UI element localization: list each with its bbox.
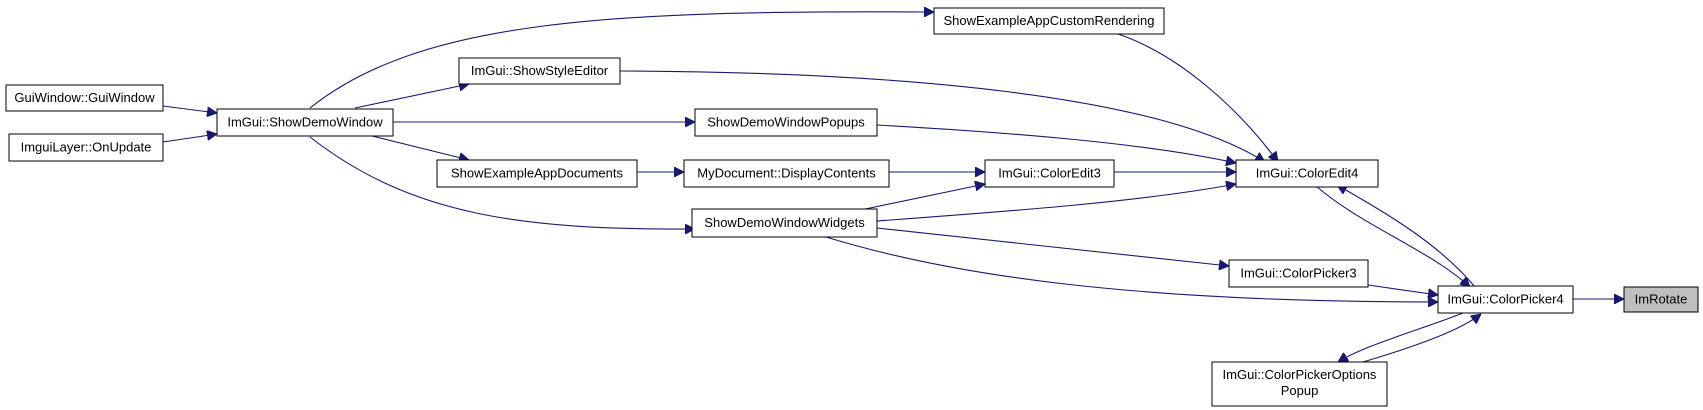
node-imgui-layer-on-update[interactable]: ImguiLayer::OnUpdate — [8, 133, 164, 162]
node-show-demo-window-label: ImGui::ShowDemoWindow — [227, 114, 383, 129]
edge-optionspopup-to-colorpicker4 — [1362, 314, 1481, 363]
edges — [162, 12, 1624, 363]
node-show-demo-window-widgets[interactable]: ShowDemoWindowWidgets — [691, 208, 878, 238]
edge-coloredit4-to-colorpicker4 — [1314, 184, 1470, 287]
node-color-edit3-label: ImGui::ColorEdit3 — [998, 165, 1101, 180]
node-color-edit4[interactable]: ImGui::ColorEdit4 — [1235, 159, 1379, 188]
edge-widgets-to-coloredit4 — [876, 184, 1236, 222]
node-color-picker3-label: ImGui::ColorPicker3 — [1240, 265, 1356, 280]
edge-popups-to-coloredit4 — [876, 124, 1236, 163]
edge-showdemowindow-to-showstyleeditor — [354, 84, 469, 109]
edge-showdemowindow-to-customrendering — [309, 12, 934, 109]
edge-showdemowindow-to-documents — [359, 132, 469, 160]
node-my-document-display-contents[interactable]: MyDocument::DisplayContents — [683, 159, 890, 188]
node-show-style-editor-label: ImGui::ShowStyleEditor — [471, 63, 609, 78]
node-gui-window-label: GuiWindow::GuiWindow — [14, 90, 155, 105]
node-show-demo-window[interactable]: ImGui::ShowDemoWindow — [216, 108, 394, 137]
edge-customrendering-to-coloredit4 — [1117, 33, 1278, 162]
edge-colorpicker3-to-colorpicker4 — [1367, 284, 1438, 295]
edge-guiwindow-to-showdemowindow — [162, 105, 217, 113]
node-gui-window[interactable]: GuiWindow::GuiWindow — [5, 84, 164, 112]
node-show-demo-window-widgets-label: ShowDemoWindowWidgets — [704, 215, 865, 230]
node-im-rotate-label: ImRotate — [1635, 291, 1688, 306]
node-show-example-app-documents[interactable]: ShowExampleAppDocuments — [436, 159, 638, 188]
edge-imguilayer-to-showdemowindow — [162, 134, 217, 143]
node-color-picker-options-popup-label-line1: ImGui::ColorPickerOptions — [1223, 367, 1377, 382]
node-show-example-app-custom-rendering[interactable]: ShowExampleAppCustomRendering — [933, 7, 1165, 35]
node-show-example-app-documents-label: ShowExampleAppDocuments — [451, 165, 623, 180]
node-show-demo-window-popups[interactable]: ShowDemoWindowPopups — [694, 108, 878, 137]
edge-colorpicker4-to-optionspopup — [1338, 312, 1464, 362]
edge-widgets-to-colorpicker4 — [825, 236, 1438, 302]
node-im-rotate[interactable]: ImRotate — [1623, 286, 1699, 313]
node-show-example-app-custom-rendering-label: ShowExampleAppCustomRendering — [943, 13, 1154, 28]
node-imgui-layer-on-update-label: ImguiLayer::OnUpdate — [21, 139, 152, 154]
node-show-style-editor[interactable]: ImGui::ShowStyleEditor — [458, 57, 621, 85]
node-color-edit4-label: ImGui::ColorEdit4 — [1256, 165, 1359, 180]
edge-showstyleeditor-to-coloredit4 — [619, 70, 1265, 162]
node-show-demo-window-popups-label: ShowDemoWindowPopups — [707, 114, 865, 129]
node-color-picker-options-popup[interactable]: ImGui::ColorPickerOptions Popup — [1211, 361, 1388, 407]
edge-widgets-to-colorpicker3 — [876, 227, 1229, 266]
node-my-document-display-contents-label: MyDocument::DisplayContents — [697, 165, 876, 180]
node-color-picker-options-popup-label-line2: Popup — [1281, 383, 1319, 398]
node-color-edit3[interactable]: ImGui::ColorEdit3 — [984, 159, 1115, 188]
node-color-picker4[interactable]: ImGui::ColorPicker4 — [1437, 285, 1574, 314]
edge-widgets-to-coloredit3 — [850, 184, 985, 213]
edge-colorpicker4-to-coloredit4 — [1337, 185, 1476, 288]
node-color-picker4-label: ImGui::ColorPicker4 — [1447, 291, 1563, 306]
node-color-picker3[interactable]: ImGui::ColorPicker3 — [1228, 259, 1369, 288]
edge-showdemowindow-to-widgets — [309, 136, 695, 229]
